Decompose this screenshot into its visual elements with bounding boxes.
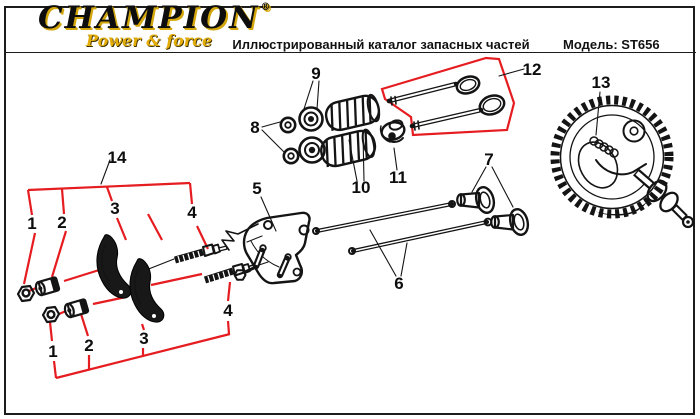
line-2-lower [79,313,91,370]
camshaft [550,95,695,229]
callout-13: 13 [592,73,611,92]
callout-7: 7 [484,150,493,169]
model-label: Модель: ST656 [563,37,660,52]
line-1-lower [48,321,58,379]
callout-2-upper: 2 [57,213,66,232]
page-border [4,6,695,415]
catalog-title: Иллюстрированный каталог запасных частей [232,37,530,52]
spring-seat [379,119,406,143]
rocker-arm-1 [96,234,132,299]
flange-nut-1 [16,284,36,303]
callout-1-upper: 1 [27,214,36,233]
cam-lobe-2 [659,191,679,213]
line-3-lower [140,323,146,357]
valve-2 [409,94,506,131]
ball-pivot-2 [63,298,90,319]
callout-8: 8 [250,118,259,137]
callout-3-upper: 3 [110,199,119,218]
push-rod-1 [312,200,456,235]
brand-logo: CHAMPION® [38,3,270,34]
callout-1-lower: 1 [48,342,57,361]
spring-retainer-2 [298,136,326,164]
valve-spring-1 [324,93,381,132]
callout-10: 10 [352,178,371,197]
callout-3-lower: 3 [139,329,148,348]
rocker-arm-2 [129,258,165,323]
callout-6: 6 [394,274,403,293]
line-2-upper [50,188,68,278]
valve-1 [386,75,481,106]
spring-retainer-1 [298,106,324,132]
bracket-14-upper [27,181,191,192]
header-divider [5,52,696,53]
brand-tagline: Power & force [86,31,213,50]
push-rod-2 [348,217,493,255]
cam-lobe-1 [646,179,668,203]
callout-2-lower: 2 [84,336,93,355]
ball-pivot-1 [34,276,61,297]
valve-keeper-1 [279,116,297,134]
valve-keeper-2 [282,147,300,165]
callout-5: 5 [252,179,261,198]
valves-red-outline [380,56,516,137]
callout-9: 9 [311,64,320,83]
valve-spring-2 [320,128,377,168]
adjuster-screw-1 [174,243,228,264]
callout-14: 14 [108,148,127,167]
brand-name: CHAMPION [38,0,260,36]
flange-nut-2 [41,305,61,324]
callout-4-lower: 4 [223,301,233,320]
decompressor-spring [589,136,619,158]
rocker-plate [221,211,311,285]
line-1-upper [22,189,37,285]
adjuster-screw-2 [203,263,257,284]
tappet-1 [456,186,496,214]
callout-11: 11 [389,168,407,187]
line-4-lower [226,281,232,335]
registered-mark-icon: ® [260,2,271,13]
callout-labels: 14 1 2 3 4 1 2 3 4 5 6 7 8 9 10 11 12 13 [27,60,610,361]
callout-12: 12 [523,60,542,79]
line-3-upper [105,186,163,241]
callout-4-upper: 4 [187,203,197,222]
leader-lines-black [100,68,601,277]
tappet-2 [490,208,530,236]
